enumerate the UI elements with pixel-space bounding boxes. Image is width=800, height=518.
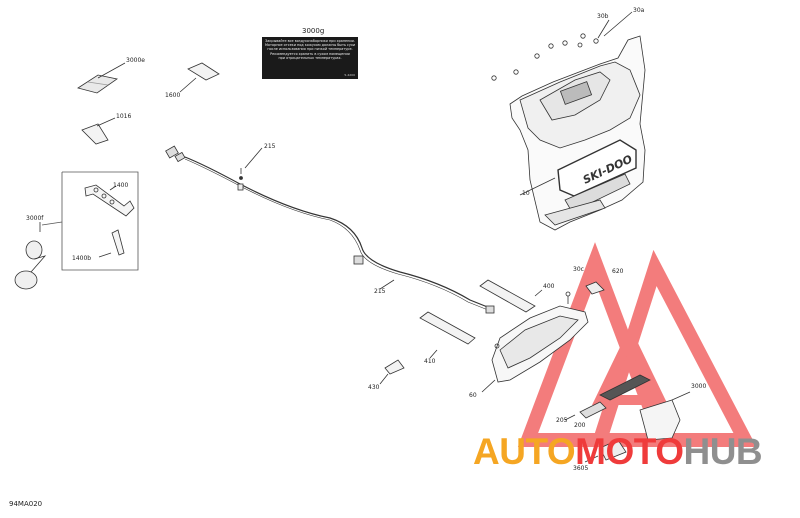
watermark-auto: AUTO <box>473 431 576 472</box>
callout-3000f: 3000f <box>26 215 44 222</box>
callout-200: 200 <box>574 422 586 429</box>
diagram-code: 94MA020 <box>9 500 43 508</box>
plate-3605-icon <box>584 439 627 463</box>
wiring-harness-215-icon <box>165 145 495 314</box>
callout-215-top: 215 <box>264 143 276 150</box>
callout-30c: 30c <box>573 266 584 273</box>
vent-strip-410-icon <box>419 311 476 359</box>
callout-400: 400 <box>543 283 555 290</box>
callout-30b: 30b <box>597 13 609 20</box>
decal-1016-icon <box>81 117 116 145</box>
callout-430: 430 <box>368 384 380 391</box>
console-panel-60-icon <box>481 305 589 393</box>
callout-620: 620 <box>612 268 624 275</box>
bracket-3000-icon <box>639 391 691 441</box>
badge-1600-icon <box>179 62 220 93</box>
callout-3000: 3000 <box>691 383 707 390</box>
callout-3000e: 3000e <box>126 57 145 64</box>
callout-3605: 3605 <box>573 465 589 472</box>
callout-30a: 30a <box>633 7 645 14</box>
cap-430-icon <box>379 359 405 385</box>
callout-3000g: 3000g <box>302 27 325 35</box>
decal-part-number: 5-4200 <box>344 72 355 77</box>
latch-200-icon <box>564 374 651 421</box>
hex-key-icon <box>98 229 125 258</box>
callout-10: 10 <box>522 190 530 197</box>
callout-1600: 1600 <box>165 92 181 99</box>
callout-215-mid: 215 <box>374 288 386 295</box>
watermark-logo-icon <box>517 242 757 447</box>
callout-205: 205 <box>556 417 568 424</box>
hood-screws-icon <box>491 11 633 81</box>
vent-strip-400-icon <box>479 279 543 313</box>
callout-410: 410 <box>424 358 436 365</box>
callout-1400: 1400 <box>113 182 129 189</box>
key-tether-icon <box>14 222 47 290</box>
decal-line: при отрицательных температурах. <box>278 55 342 60</box>
decal-line: Моторное отсеки под кожухом должны быть … <box>265 43 355 48</box>
callout-1016: 1016 <box>116 113 132 120</box>
decal-line: Закрывайте все воздухозаборники при хран… <box>265 39 355 43</box>
callout-1400b: 1400b <box>72 255 92 262</box>
clip-620-icon <box>585 281 605 295</box>
decal-line: Рекомендуется хранить в сухом помещении <box>270 51 350 56</box>
tool-kit-box <box>41 171 139 271</box>
warning-decal-3000g: Закрывайте все воздухозаборники при хран… <box>262 37 358 79</box>
watermark-text: AUTOMOTOHUB <box>473 431 763 472</box>
screw-30c-icon <box>565 291 571 304</box>
decal-3000e-icon <box>77 62 126 94</box>
hood-panel-10-icon <box>509 35 646 231</box>
watermark-moto: MOTO <box>575 431 684 472</box>
wrench-icon <box>84 184 135 217</box>
callout-60: 60 <box>469 392 477 399</box>
decal-line: после использования при низкой температу… <box>267 47 353 52</box>
watermark-hub: HUB <box>683 431 763 472</box>
